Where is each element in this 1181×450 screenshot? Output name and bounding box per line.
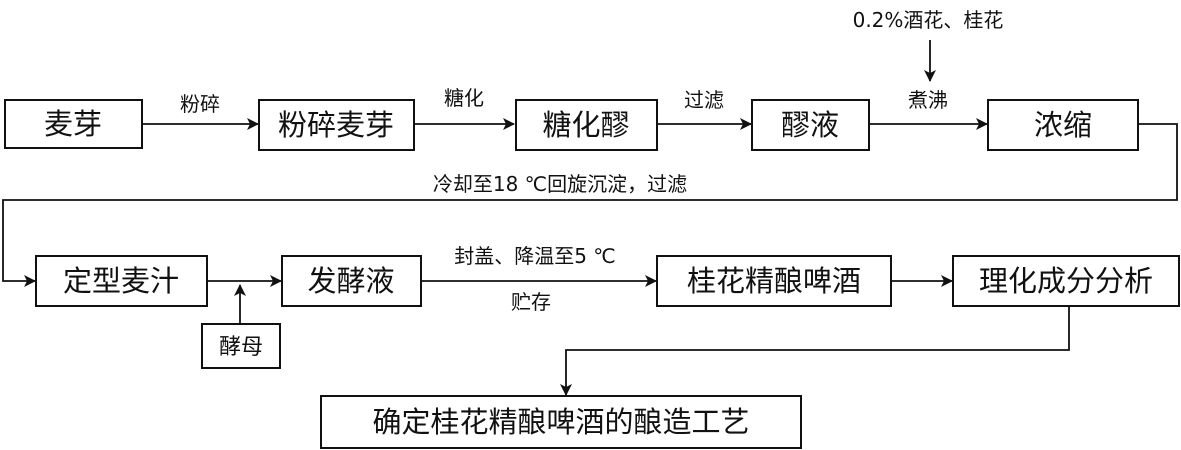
arrow-concentrate-to-wort xyxy=(2,123,1178,287)
label-storage: 贮存 xyxy=(511,290,551,314)
node-saccharified-mash: 糖化醪 xyxy=(515,99,658,151)
node-yeast: 酵母 xyxy=(201,323,281,369)
node-osmanthus-craft-beer: 桂花精酿啤酒 xyxy=(656,255,892,307)
node-final-process: 确定桂花精酿啤酒的酿造工艺 xyxy=(320,395,802,449)
node-physicochemical-analysis-label: 理化成分分析 xyxy=(979,264,1153,298)
node-mash-liquid: 醪液 xyxy=(751,99,870,151)
label-cool-whirlpool: 冷却至18 ℃回旋沉淀，过滤 xyxy=(433,172,687,196)
node-final-process-label: 确定桂花精酿啤酒的酿造工艺 xyxy=(372,405,749,439)
node-crushed-malt-label: 粉碎麦芽 xyxy=(278,108,394,142)
label-filter: 过滤 xyxy=(684,88,724,112)
node-saccharified-mash-label: 糖化醪 xyxy=(542,108,629,142)
node-concentrate: 浓缩 xyxy=(987,99,1139,151)
node-yeast-label: 酵母 xyxy=(219,335,263,360)
node-crushed-malt: 粉碎麦芽 xyxy=(258,99,415,151)
node-fermentation-liquid: 发酵液 xyxy=(281,255,422,307)
node-fixed-wort: 定型麦汁 xyxy=(35,255,208,307)
node-malt-label: 麦芽 xyxy=(44,107,102,141)
node-mash-liquid-label: 醪液 xyxy=(781,108,839,142)
arrow-analysis-to-final xyxy=(560,306,1070,396)
node-fixed-wort-label: 定型麦汁 xyxy=(63,264,179,298)
label-seal-cool: 封盖、降温至5 ℃ xyxy=(454,244,616,268)
node-physicochemical-analysis: 理化成分分析 xyxy=(952,255,1180,307)
label-hops-osmanthus: 0.2%酒花、桂花 xyxy=(853,8,1004,32)
node-osmanthus-craft-beer-label: 桂花精酿啤酒 xyxy=(687,264,861,298)
node-fermentation-liquid-label: 发酵液 xyxy=(307,264,394,298)
node-concentrate-label: 浓缩 xyxy=(1034,108,1092,142)
label-boil: 煮沸 xyxy=(908,88,948,112)
label-saccharify: 糖化 xyxy=(444,86,484,110)
node-malt: 麦芽 xyxy=(4,99,143,149)
label-crush: 粉碎 xyxy=(180,92,220,116)
